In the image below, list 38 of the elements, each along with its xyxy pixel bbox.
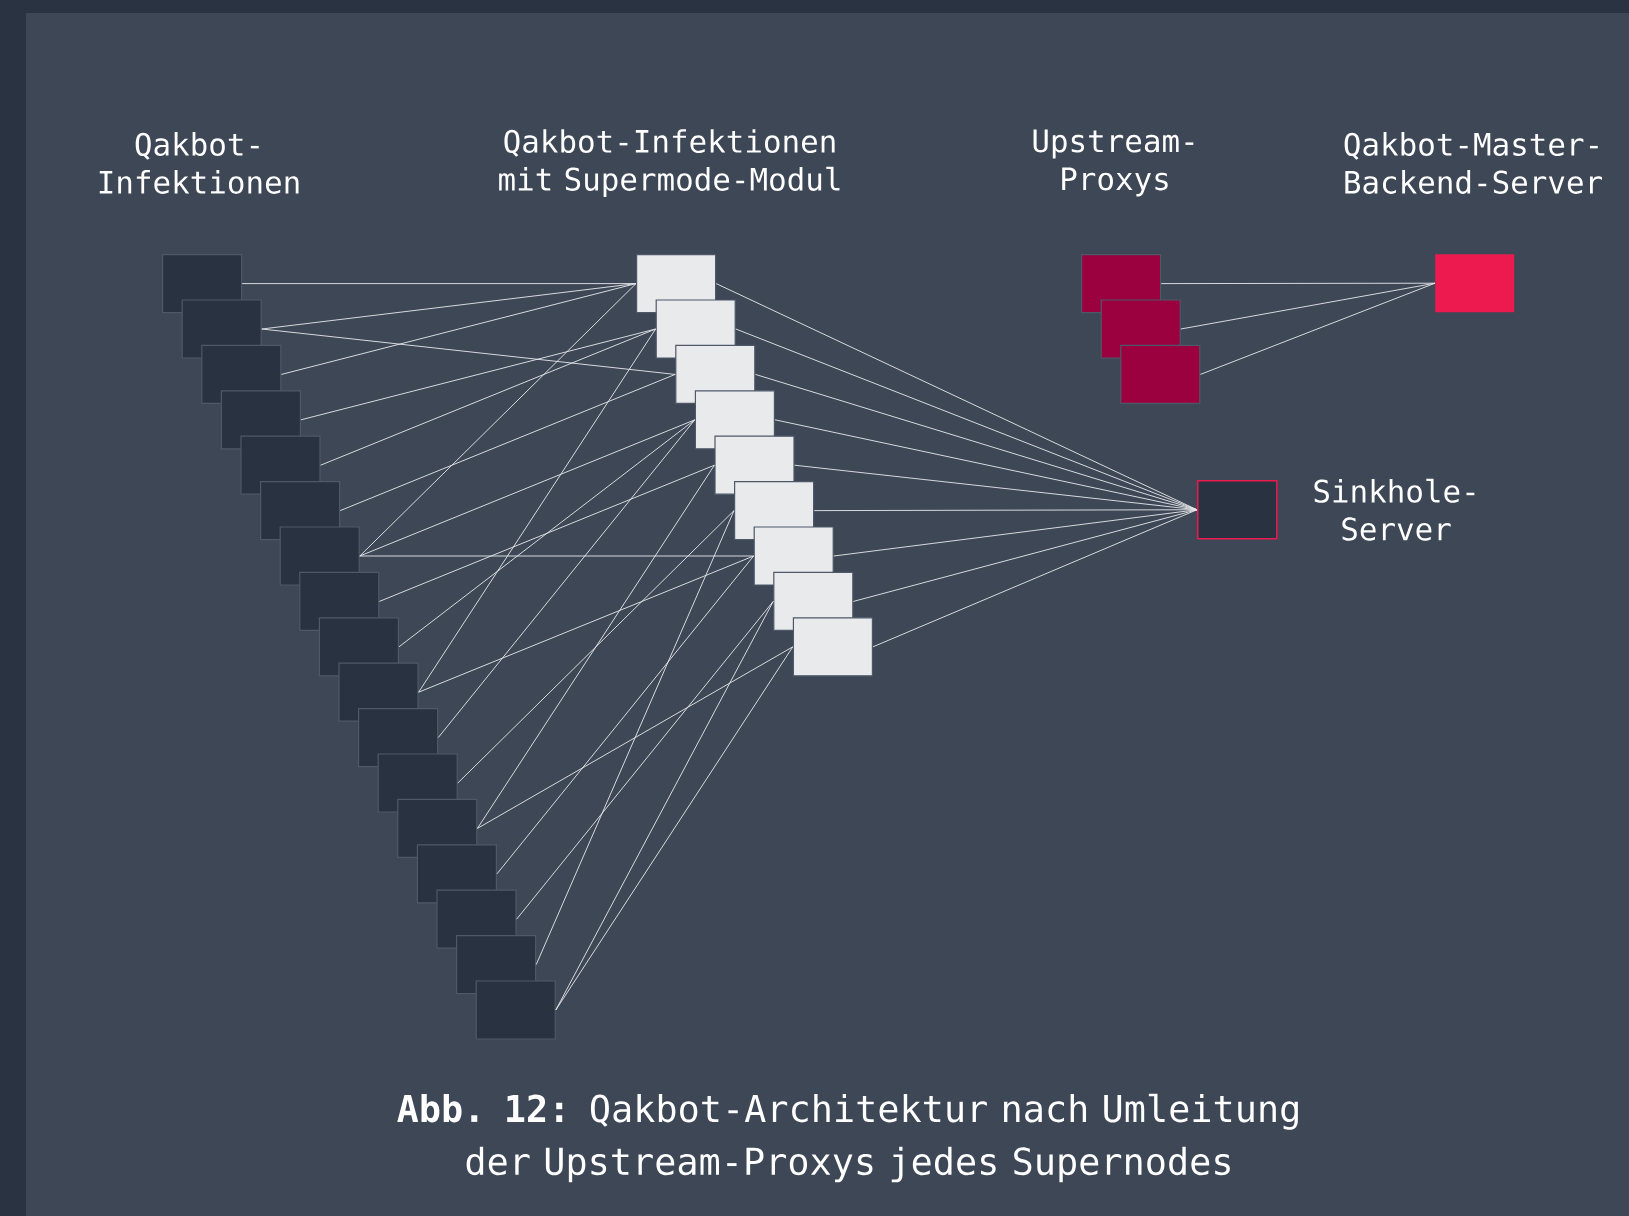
column-heading: Qakbot-Master- Backend-Server xyxy=(1344,132,1602,194)
figure-caption: Abb. 12: Qakbot-Architektur nach Umleitung der Upstream-Proxys jedes Supernodes xyxy=(397,1093,1298,1183)
host-box xyxy=(475,980,556,1040)
connection-line xyxy=(852,509,1198,602)
connection-line xyxy=(359,555,755,557)
connection-line xyxy=(418,328,657,693)
connection-line xyxy=(398,419,696,648)
connection-line xyxy=(418,555,755,693)
connection-line xyxy=(516,600,774,920)
connection-line xyxy=(535,510,735,966)
connection-line xyxy=(261,328,676,375)
connection-line xyxy=(833,509,1198,557)
connection-line xyxy=(359,419,696,557)
connection-line xyxy=(359,283,637,557)
column-heading: Upstream- Proxys xyxy=(1033,129,1194,197)
connection-line xyxy=(280,283,637,375)
connection-line xyxy=(476,646,794,829)
connection-line xyxy=(754,373,1198,511)
connection-line xyxy=(496,555,755,875)
supernode-box xyxy=(792,617,873,677)
connection-line xyxy=(555,600,774,1011)
connection-line xyxy=(457,510,735,784)
connection-line xyxy=(437,419,696,739)
connection-line xyxy=(261,283,637,330)
connection-line xyxy=(872,509,1198,648)
column-heading: Qakbot-Infektionen mit Supermode-Modul xyxy=(499,129,840,197)
connection-line xyxy=(735,328,1198,511)
connection-line xyxy=(378,464,715,602)
column-heading: Qakbot- Infektionen xyxy=(99,132,299,194)
connection-line xyxy=(339,373,676,512)
sinkhole-box xyxy=(1197,480,1278,540)
proxy-box xyxy=(1120,344,1201,404)
connection-line xyxy=(320,328,657,466)
server-box xyxy=(1435,254,1515,313)
connection-line xyxy=(555,646,794,1011)
connection-line xyxy=(476,464,715,829)
connection-line xyxy=(1199,282,1436,375)
node-caption: Sinkhole- Server xyxy=(1314,478,1475,541)
